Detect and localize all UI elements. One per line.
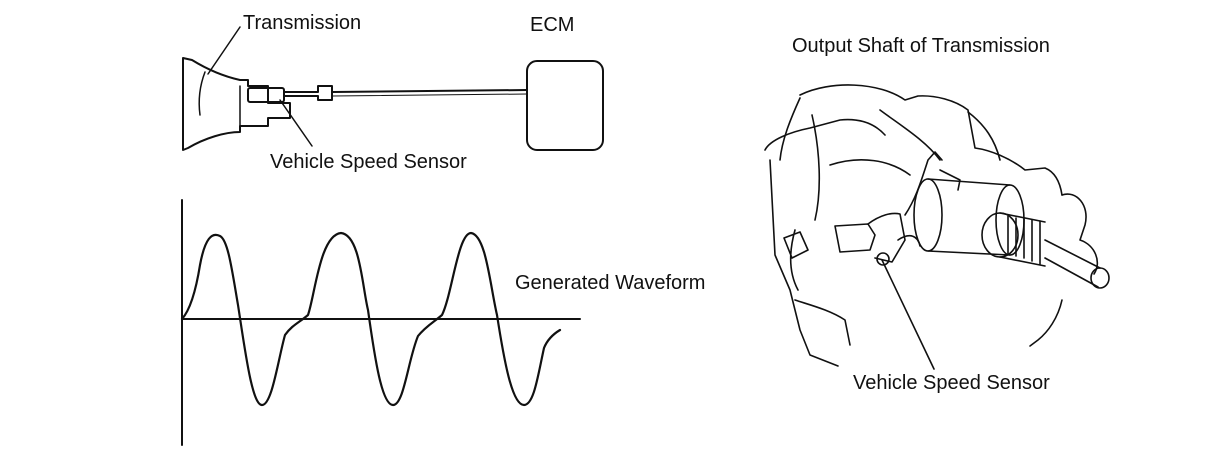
waveform-curve — [180, 231, 562, 407]
vehicle-speed-sensor-label: Vehicle Speed Sensor — [270, 151, 467, 173]
leader-line-right — [881, 259, 935, 370]
leader-lines-top — [207, 26, 313, 147]
sensor-to-ecm-wire — [331, 89, 528, 97]
vehicle-speed-sensor-body — [247, 85, 333, 103]
transmission-outline — [182, 57, 291, 151]
generated-waveform-label: Generated Waveform — [515, 272, 706, 294]
transmission-label: Transmission — [243, 12, 362, 34]
ecm-box — [526, 60, 604, 151]
output-shaft-sensor-label: Vehicle Speed Sensor — [853, 372, 1050, 394]
ecm-label: ECM — [530, 14, 575, 36]
waveform-axes — [181, 199, 581, 446]
output-shaft-illustration — [764, 84, 1110, 367]
output-shaft-title: Output Shaft of Transmission — [792, 35, 1050, 57]
